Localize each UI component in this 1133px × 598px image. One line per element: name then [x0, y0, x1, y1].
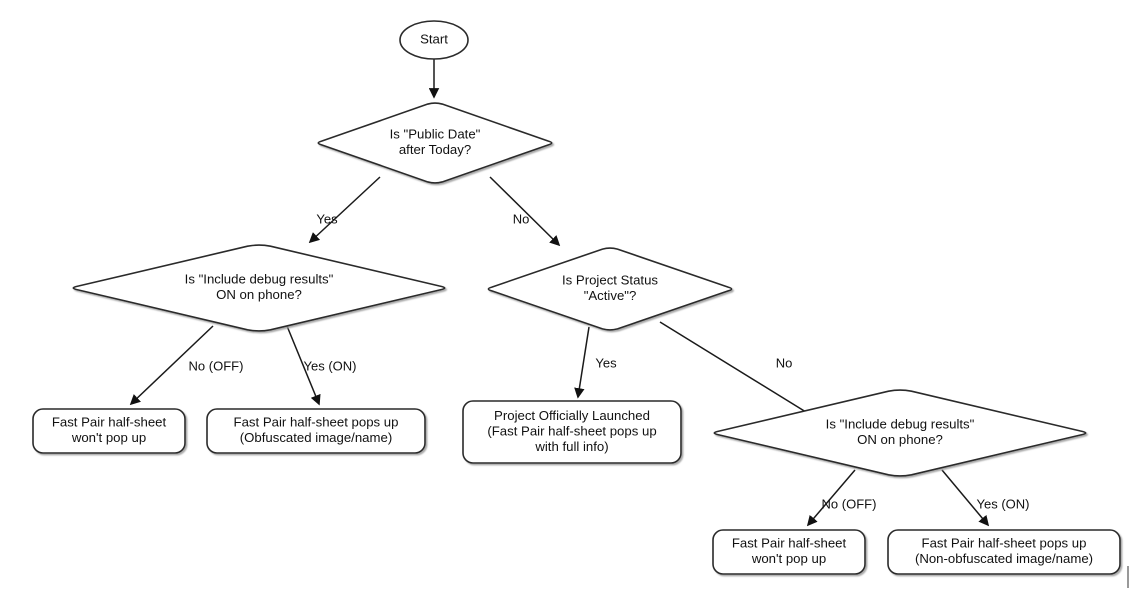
node-shape-halfsheet-wont-pop-right — [712, 529, 866, 575]
node-shape-project-status-decision — [487, 247, 733, 331]
edge-label-public-date-no: No — [513, 211, 530, 226]
node-label-project-officially-launched-line3: with full info) — [534, 439, 608, 454]
node-label-halfsheet-non-obfuscated-line2: (Non-obfuscated image/name) — [915, 551, 1093, 566]
node-shape-debug-results-decision-right — [713, 389, 1087, 477]
edge-label-project-status-yes: Yes — [595, 355, 617, 370]
node-debug-results-decision-right: Is "Include debug results"ON on phone? — [713, 389, 1087, 477]
node-label-halfsheet-wont-pop-left-line1: Fast Pair half-sheet — [52, 415, 167, 430]
node-debug-results-decision-left: Is "Include debug results"ON on phone? — [72, 244, 446, 332]
edge-label-public-date-yes: Yes — [316, 211, 338, 226]
edge-public-date-no: No — [489, 176, 561, 247]
edge-line-debug-left-yes-on — [286, 325, 321, 406]
edge-label-project-status-no: No — [776, 355, 793, 370]
node-label-halfsheet-wont-pop-right-line1: Fast Pair half-sheet — [732, 536, 847, 551]
node-shape-halfsheet-obfuscated — [206, 408, 426, 454]
edge-label-debug-left-yes-on: Yes (ON) — [304, 358, 357, 373]
node-label-debug-results-decision-left-line1: Is "Include debug results" — [185, 272, 334, 287]
node-shape-public-date-decision — [317, 102, 553, 184]
node-label-debug-results-decision-left-line2: ON on phone? — [216, 287, 302, 302]
node-halfsheet-non-obfuscated: Fast Pair half-sheet pops up(Non-obfusca… — [887, 529, 1121, 575]
node-label-start-line1: Start — [420, 31, 448, 46]
edge-line-debug-right-no-off — [806, 469, 856, 527]
edge-debug-left-no-off: No (OFF) — [129, 325, 244, 406]
node-public-date-decision: Is "Public Date"after Today? — [317, 102, 553, 184]
edge-label-debug-right-no-off: No (OFF) — [822, 496, 877, 511]
node-label-debug-results-decision-right-line2: ON on phone? — [857, 432, 943, 447]
node-label-halfsheet-obfuscated-line1: Fast Pair half-sheet pops up — [234, 415, 399, 430]
edge-label-debug-right-yes-on: Yes (ON) — [977, 496, 1030, 511]
edge-project-status-no: No — [659, 321, 829, 426]
edge-line-public-date-no — [489, 176, 561, 247]
edge-line-project-status-no — [659, 321, 829, 426]
node-shape-start — [399, 20, 469, 60]
edge-debug-right-yes-on: Yes (ON) — [941, 469, 1030, 527]
node-project-officially-launched: Project Officially Launched(Fast Pair ha… — [462, 400, 682, 464]
edge-line-debug-left-no-off — [129, 325, 214, 406]
node-halfsheet-obfuscated: Fast Pair half-sheet pops up(Obfuscated … — [206, 408, 426, 454]
edge-line-debug-right-yes-on — [941, 469, 990, 527]
node-shape-halfsheet-non-obfuscated — [887, 529, 1121, 575]
node-shape-project-officially-launched — [462, 400, 682, 464]
node-label-public-date-decision-line1: Is "Public Date" — [390, 127, 481, 142]
node-label-public-date-decision-line2: after Today? — [399, 142, 471, 157]
node-label-project-officially-launched-line1: Project Officially Launched — [494, 408, 650, 423]
node-label-debug-results-decision-right-line1: Is "Include debug results" — [826, 417, 975, 432]
edge-public-date-yes: Yes — [308, 176, 381, 244]
node-label-halfsheet-non-obfuscated-line1: Fast Pair half-sheet pops up — [922, 536, 1087, 551]
node-label-project-status-decision-line1: Is Project Status — [562, 273, 658, 288]
node-label-halfsheet-wont-pop-right-line2: won't pop up — [751, 551, 826, 566]
node-label-project-status-decision-line2: "Active"? — [584, 288, 637, 303]
edge-debug-left-yes-on: Yes (ON) — [286, 325, 357, 406]
edge-line-public-date-yes — [308, 176, 381, 244]
edge-line-project-status-yes — [574, 326, 590, 399]
node-shape-debug-results-decision-left — [72, 244, 446, 332]
node-shape-halfsheet-wont-pop-left — [32, 408, 186, 454]
node-project-status-decision: Is Project Status"Active"? — [487, 247, 733, 331]
node-label-halfsheet-obfuscated-line2: (Obfuscated image/name) — [240, 430, 392, 445]
edge-debug-right-no-off: No (OFF) — [806, 469, 877, 527]
node-label-halfsheet-wont-pop-left-line2: won't pop up — [71, 430, 146, 445]
edge-label-debug-left-no-off: No (OFF) — [189, 358, 244, 373]
nodes-layer: Start Is "Public Date"after Today? Is "Inc… — [32, 20, 1121, 575]
node-label-project-officially-launched-line2: (Fast Pair half-sheet pops up — [487, 423, 656, 438]
node-start: Start — [399, 20, 469, 60]
edge-project-status-yes: Yes — [574, 326, 617, 399]
